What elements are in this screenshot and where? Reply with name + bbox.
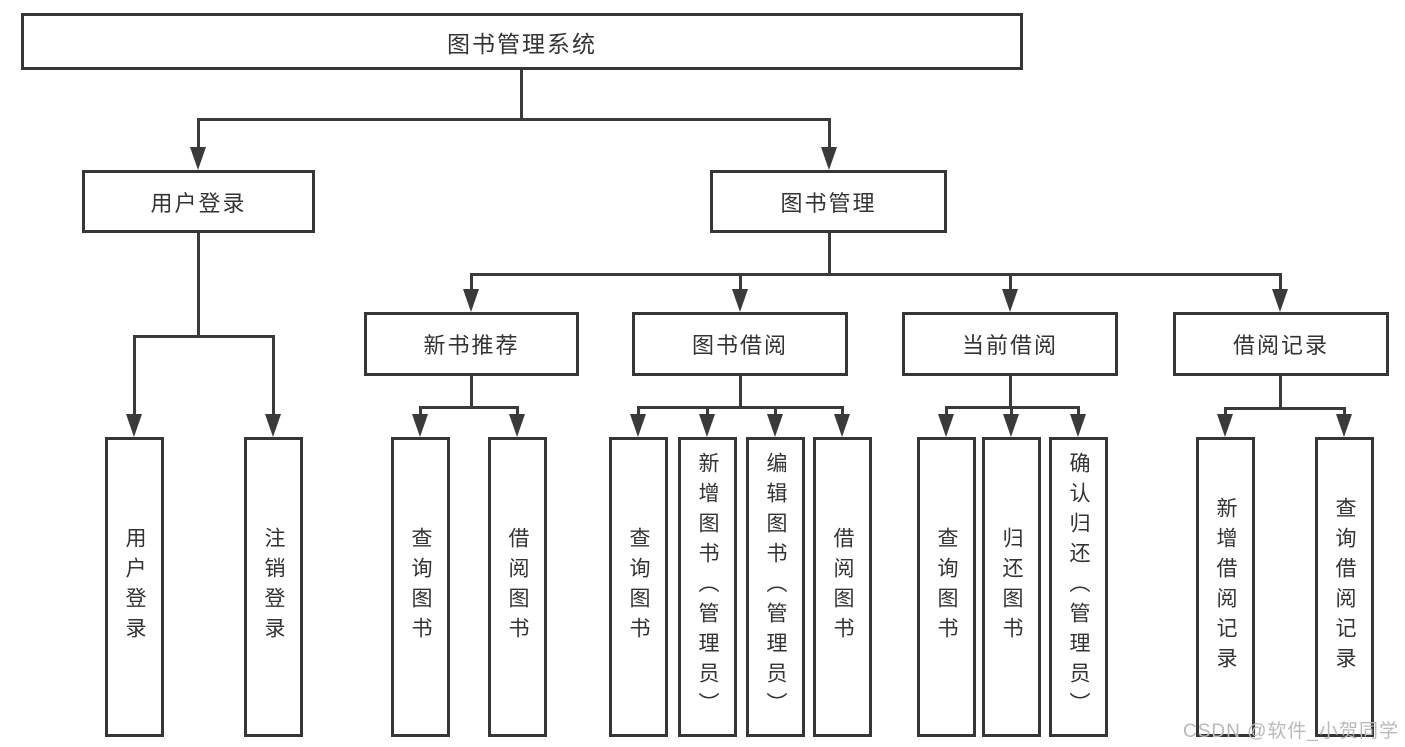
connector-line	[419, 406, 519, 409]
leaf-query-books-borrow: 查询图书	[609, 437, 668, 737]
node-new-book-recommend: 新书推荐	[364, 312, 579, 376]
connector-line	[133, 335, 275, 338]
connector-line	[197, 118, 831, 121]
leaf-confirm-return-admin: 确认归还（管理员）	[1049, 437, 1108, 737]
connector-line	[197, 233, 200, 335]
leaf-query-borrow-record: 查询借阅记录	[1315, 437, 1374, 737]
leaf-label: 归还图书	[1000, 527, 1023, 647]
leaf-label: 编辑图书（管理员）	[764, 452, 787, 722]
arrowhead-down-icon	[821, 147, 837, 170]
arrowhead-down-icon	[1272, 289, 1288, 312]
connector-line	[133, 335, 136, 416]
leaf-logout: 注销登录	[244, 437, 303, 737]
connector-line	[1224, 407, 1346, 410]
leaf-label: 确认归还（管理员）	[1067, 452, 1090, 722]
leaf-label: 查询图书	[627, 527, 650, 647]
connector-line	[470, 273, 1281, 276]
arrowhead-down-icon	[1217, 414, 1233, 437]
connector-line	[470, 273, 473, 292]
arrowhead-down-icon	[699, 414, 715, 437]
node-book-management: 图书管理	[710, 170, 947, 233]
node-book-borrow: 图书借阅	[632, 312, 848, 376]
connector-line	[841, 406, 844, 416]
connector-line	[1077, 406, 1080, 416]
connector-line	[516, 406, 519, 416]
leaf-label: 查询图书	[935, 527, 958, 647]
connector-line	[637, 406, 844, 409]
arrowhead-down-icon	[1336, 414, 1352, 437]
leaf-label: 注销登录	[262, 527, 285, 647]
arrowhead-down-icon	[1070, 414, 1086, 437]
leaf-add-book-admin: 新增图书（管理员）	[678, 437, 737, 737]
leaf-label: 新增图书（管理员）	[696, 452, 719, 722]
connector-line	[774, 406, 777, 416]
leaf-user-login: 用户登录	[105, 437, 164, 737]
arrowhead-down-icon	[1003, 414, 1019, 437]
node-current-borrow: 当前借阅	[902, 312, 1118, 376]
arrowhead-down-icon	[190, 147, 206, 170]
arrowhead-down-icon	[630, 414, 646, 437]
leaf-query-books-current: 查询图书	[917, 437, 976, 737]
leaf-borrow-books: 借阅图书	[813, 437, 872, 737]
node-user-login: 用户登录	[82, 170, 315, 233]
connector-line	[1279, 376, 1282, 407]
leaf-label: 查询图书	[409, 527, 432, 647]
leaf-label: 查询借阅记录	[1333, 497, 1356, 677]
arrowhead-down-icon	[126, 414, 142, 437]
leaf-edit-book-admin: 编辑图书（管理员）	[746, 437, 805, 737]
node-root: 图书管理系统	[21, 13, 1023, 70]
leaf-label: 新增借阅记录	[1214, 497, 1237, 677]
arrowhead-down-icon	[463, 289, 479, 312]
connector-line	[272, 335, 275, 416]
leaf-label: 借阅图书	[831, 527, 854, 647]
leaf-query-books-recommend: 查询图书	[391, 437, 450, 737]
arrowhead-down-icon	[265, 414, 281, 437]
leaf-borrow-books-recommend: 借阅图书	[488, 437, 547, 737]
connector-line	[197, 118, 200, 150]
arrowhead-down-icon	[412, 414, 428, 437]
arrowhead-down-icon	[1002, 289, 1018, 312]
connector-line	[945, 406, 948, 416]
connector-line	[706, 406, 709, 416]
node-borrow-records: 借阅记录	[1173, 312, 1389, 376]
connector-line	[1009, 376, 1012, 406]
connector-line	[1279, 273, 1282, 292]
connector-line	[828, 233, 831, 273]
connector-line	[1009, 273, 1012, 292]
connector-line	[1010, 406, 1013, 416]
connector-line	[637, 406, 640, 416]
arrowhead-down-icon	[509, 414, 525, 437]
arrowhead-down-icon	[732, 289, 748, 312]
connector-line	[470, 376, 473, 406]
connector-line	[828, 118, 831, 150]
connector-line	[1343, 407, 1346, 416]
connector-line	[1224, 407, 1227, 416]
connector-line	[739, 376, 742, 406]
connector-line	[419, 406, 422, 416]
leaf-add-borrow-record: 新增借阅记录	[1196, 437, 1255, 737]
connector-line	[520, 70, 523, 118]
leaf-return-book: 归还图书	[982, 437, 1041, 737]
arrowhead-down-icon	[938, 414, 954, 437]
arrowhead-down-icon	[834, 414, 850, 437]
arrowhead-down-icon	[767, 414, 783, 437]
connector-line	[739, 273, 742, 292]
leaf-label: 借阅图书	[506, 527, 529, 647]
csdn-watermark: CSDN @软件_小贺同学	[1183, 721, 1399, 742]
leaf-label: 用户登录	[123, 527, 146, 647]
